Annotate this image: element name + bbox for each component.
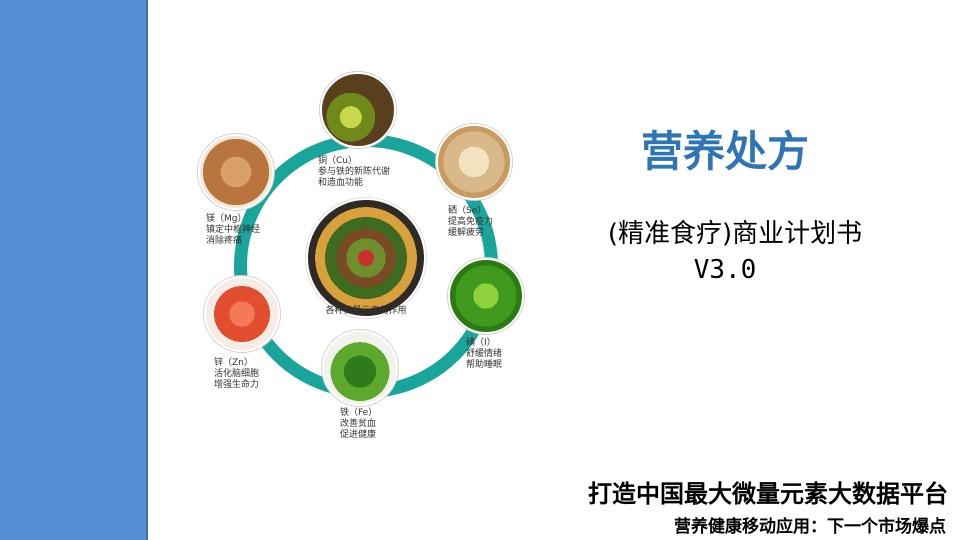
label-i-line2: 帮助睡眠 [466,360,503,370]
center-food-image [306,198,426,318]
label-fe-name: 铁（Fe） [340,408,378,418]
label-mg: 镁（Mg） 镇定中枢神经 消除疼痛 [206,214,260,247]
kiwi-image [320,72,396,148]
page-subtitle: (精准食疗)商业计划书 [607,219,863,249]
label-cu-line2: 和造血功能 [318,178,364,188]
center-caption: 各种微量元素的作用 [325,306,407,316]
label-se-name: 硒（Se） [448,206,487,216]
label-zn-line1: 活化脑细胞 [214,369,260,379]
label-mg-name: 镁（Mg） [206,214,247,224]
label-mg-line2: 消除疼痛 [206,236,243,246]
label-fe-line1: 改善贫血 [340,419,377,429]
seaweed-image [448,258,524,334]
label-zn-line2: 增强生命力 [214,380,260,390]
label-zn-name: 锌（Zn） [214,358,253,368]
label-fe-line2: 促进健康 [340,430,377,440]
almond-image [198,134,274,210]
label-se-line1: 提高免疫力 [448,217,494,227]
left-blue-sidebar [0,0,148,540]
shrimp-image [204,276,280,352]
label-i: 碘（I） 舒缓情绪 帮助睡眠 [466,338,502,371]
label-mg-line1: 镇定中枢神经 [206,225,261,235]
label-se: 硒（Se） 提高免疫力 缓解疲劳 [448,206,493,239]
label-i-name: 碘（I） [466,338,496,348]
label-i-line1: 舒缓情绪 [466,349,503,359]
page-title: 营养处方 [640,127,809,176]
label-cu-line1: 参与铁的新陈代谢 [318,167,391,177]
tagline-secondary: 营养健康移动应用：下一个市场爆点 [674,517,946,537]
label-cu: 铜（Cu） 参与铁的新陈代谢 和造血功能 [318,156,390,189]
label-fe: 铁（Fe） 改善贫血 促进健康 [340,408,377,441]
tagline: 打造中国最大微量元素大数据平台 [588,479,948,508]
version-label: V3.0 [693,255,757,285]
label-se-line2: 缓解疲劳 [448,228,485,238]
mushroom-image [436,124,512,200]
micronutrient-diagram: 各种微量元素的作用 铜（Cu） 参与铁的新陈代谢 和造血功能 硒（Se） 提高免… [190,70,530,460]
label-zn: 锌（Zn） 活化脑细胞 增强生命力 [214,358,259,391]
spinach-image [322,330,398,406]
label-cu-name: 铜（Cu） [318,156,357,166]
